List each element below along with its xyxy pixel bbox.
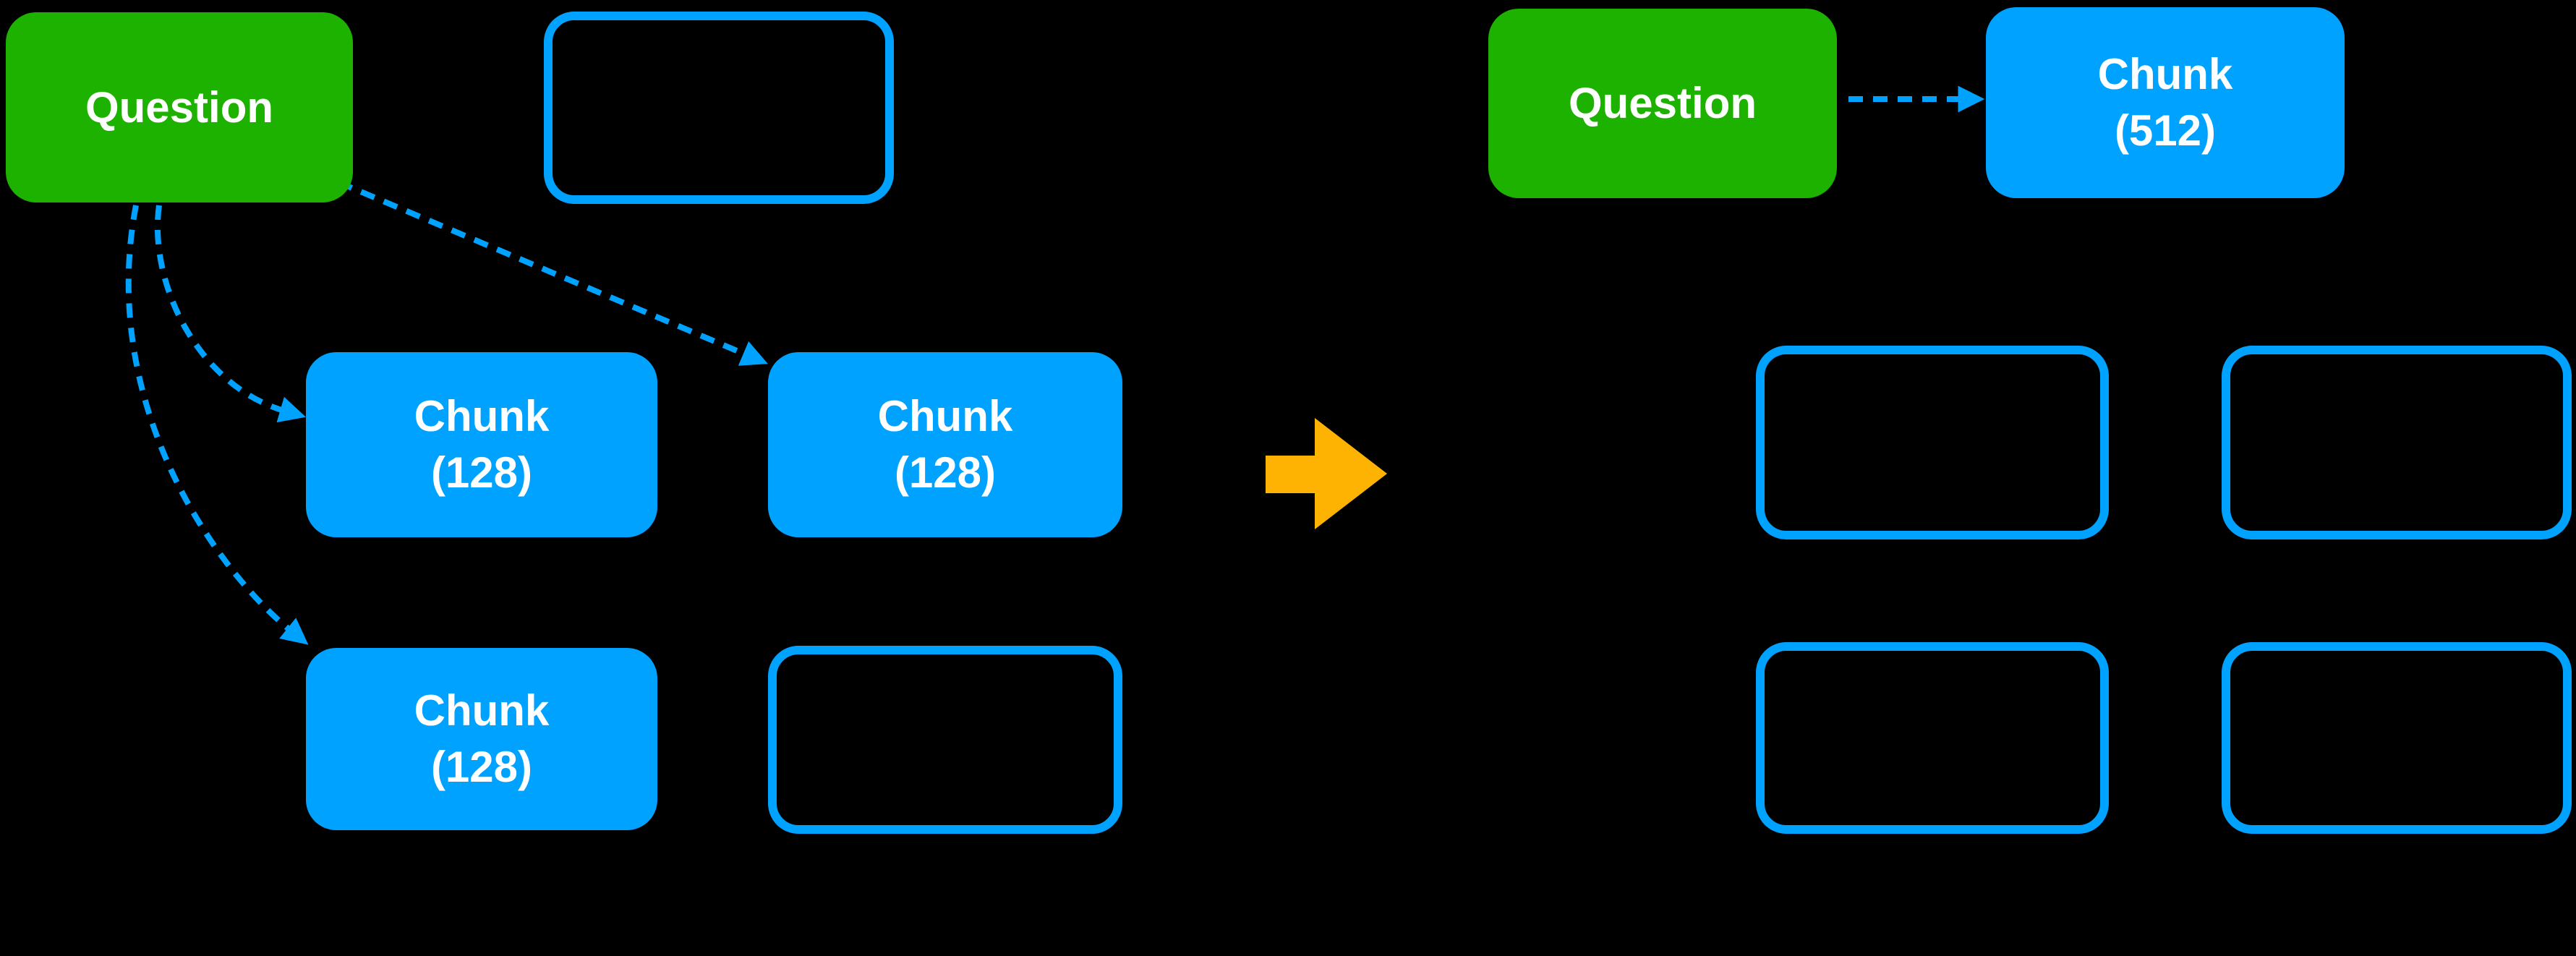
right-question-label: Question [1568,79,1757,127]
right-chunk512-node: Chunk (512) [1986,7,2345,198]
left-chunk1-title: Chunk [414,392,550,440]
left-chunk2-size: (128) [894,448,997,497]
right-question-node: Question [1488,9,1837,198]
left-placeholder-box-bottom [768,646,1122,834]
right-chunk512-size: (512) [2114,106,2217,155]
left-chunk3-title: Chunk [414,686,550,735]
right-placeholder-box-1 [1756,346,2109,539]
left-chunk1-size: (128) [430,448,533,497]
left-chunk3-size: (128) [430,743,533,791]
left-chunk2-node: Chunk (128) [768,352,1122,537]
question-to-chunk3-dashed-arrow [125,205,309,645]
left-chunk3-node: Chunk (128) [306,648,657,830]
left-question-label: Question [85,82,273,132]
question-to-chunk2-dashed-arrow [337,179,768,366]
right-placeholder-box-3 [1756,642,2109,834]
transform-arrow-icon [1266,418,1387,529]
left-chunk1-node: Chunk (128) [306,352,657,537]
right-placeholder-box-4 [2222,642,2572,834]
question-to-chunk1-dashed-arrow [154,205,307,423]
left-chunk2-title: Chunk [877,392,1013,440]
left-question-node: Question [6,12,353,202]
right-chunk512-title: Chunk [2097,50,2233,98]
right-placeholder-box-2 [2222,346,2572,539]
left-placeholder-box-top [544,12,894,204]
